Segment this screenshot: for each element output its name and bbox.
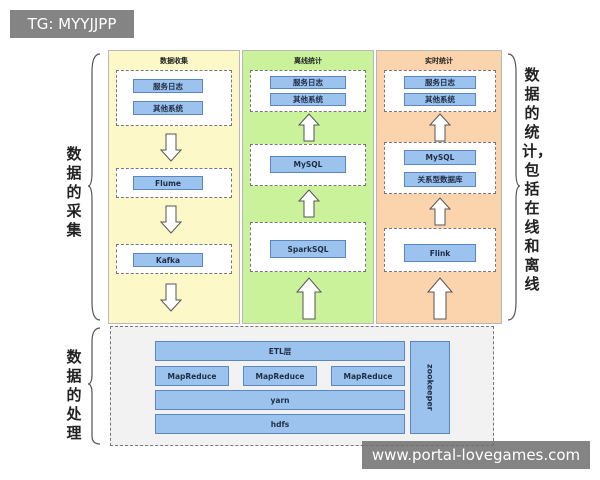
right-brace-statistics <box>507 53 521 321</box>
offline-other-system-box: 其他系统 <box>270 93 346 106</box>
mapreduce-box-3: MapReduce <box>331 366 405 386</box>
left-brace-processing <box>87 327 101 445</box>
offline-service-log-box: 服务日志 <box>270 76 346 89</box>
arrow-down-2 <box>159 205 183 234</box>
sparksql-box: SparkSQL <box>270 240 346 258</box>
arrow-down-1 <box>159 133 183 162</box>
arrow-up-offline-2 <box>297 189 321 218</box>
label-data-processing: 数据的处理 <box>64 348 84 443</box>
label-data-statistics: 数据的统计，包括在线和离线 <box>522 66 552 294</box>
column-title-realtime: 实时统计 <box>425 57 453 65</box>
arrow-down-3 <box>159 283 183 312</box>
label-data-processing-text: 数据的处理 <box>66 348 82 442</box>
label-data-statistics-text: 数据的统计，包括在线和离线 <box>522 66 553 293</box>
collect-flume-group <box>116 168 232 198</box>
hdfs-box: hdfs <box>155 414 405 434</box>
flume-box: Flume <box>133 176 203 190</box>
label-data-collection: 数据的采集 <box>64 145 84 240</box>
arrow-up-realtime-2 <box>428 197 452 226</box>
relational-db-box: 关系型数据库 <box>404 172 476 187</box>
column-title-collect: 数据收集 <box>160 57 188 65</box>
realtime-service-log-box: 服务日志 <box>404 76 476 89</box>
arrow-up-realtime-3 <box>426 277 454 320</box>
zookeeper-box: zookeeper <box>410 341 450 434</box>
realtime-mysql-box: MySQL <box>404 150 476 165</box>
left-brace-collection <box>87 53 101 321</box>
watermark-top-left: TG: MYYJJPP <box>10 10 134 38</box>
offline-mysql-box: MySQL <box>270 156 346 173</box>
realtime-other-system-box: 其他系统 <box>404 93 476 106</box>
mapreduce-box-2: MapReduce <box>243 366 317 386</box>
flink-box: Flink <box>404 244 476 262</box>
label-data-collection-text: 数据的采集 <box>66 145 82 239</box>
kafka-box: Kafka <box>133 253 203 267</box>
column-title-offline: 离线统计 <box>294 57 322 65</box>
collect-service-log-box: 服务日志 <box>133 79 203 93</box>
etl-layer-box: ETL层 <box>155 341 405 361</box>
yarn-box: yarn <box>155 390 405 410</box>
watermark-bottom-right: www.portal-lovegames.com <box>362 441 590 469</box>
arrow-up-realtime-1 <box>428 113 452 142</box>
zookeeper-label: zookeeper <box>425 364 435 411</box>
collect-other-system-box: 其他系统 <box>133 101 203 115</box>
arrow-up-offline-3 <box>295 277 323 320</box>
arrow-up-offline-1 <box>297 113 321 142</box>
mapreduce-box-1: MapReduce <box>155 366 229 386</box>
